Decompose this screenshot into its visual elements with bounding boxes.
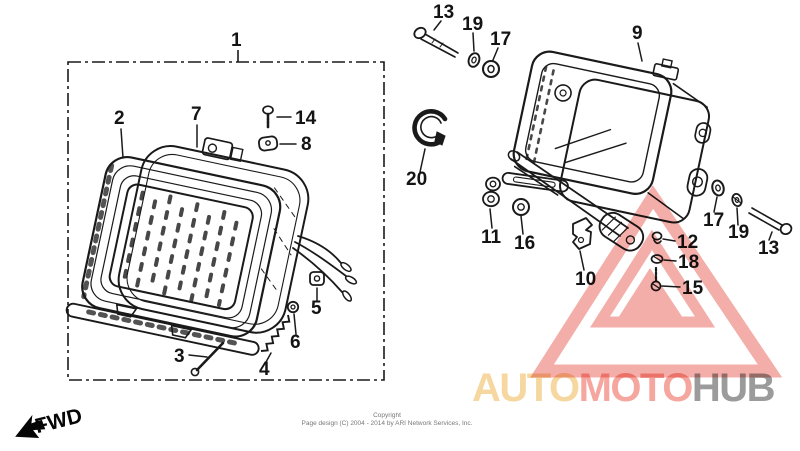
- part-label-8: 8: [301, 134, 312, 155]
- part-label-17-top: 17: [490, 29, 511, 50]
- part-label-2: 2: [114, 108, 125, 129]
- bolt-13-right-icon: [748, 207, 793, 236]
- washer-17-right-icon: [711, 179, 725, 197]
- wiring-harness: [292, 235, 358, 302]
- watermark-word-moto: MOTO: [578, 366, 694, 410]
- part-label-20: 20: [406, 169, 427, 190]
- assembly-box-outline: [67, 50, 385, 381]
- watermark-word-hub: HUB: [691, 366, 776, 410]
- screw-3-icon: [190, 341, 225, 377]
- part-label-7: 7: [191, 104, 202, 125]
- part-label-6: 6: [290, 332, 301, 353]
- washer-17-top-icon: [481, 59, 501, 79]
- part-label-9: 9: [632, 23, 643, 44]
- watermark-logo-triangles: [530, 185, 783, 378]
- part-label-13-top: 13: [433, 2, 454, 23]
- stay-strap-and-bracket-11: [482, 171, 569, 208]
- watermark-word-auto: AUTO: [472, 366, 580, 410]
- fwd-direction-marker: FWD: [15, 404, 85, 438]
- headlight-case: [512, 50, 712, 224]
- rim-edge-hatch: [81, 163, 244, 347]
- nut-8-icon: [257, 135, 279, 152]
- part-label-16: 16: [514, 233, 535, 254]
- copyright-line2: Page design (C) 2004 - 2014 by ARI Netwo…: [302, 420, 473, 427]
- nut-16-icon: [512, 198, 530, 216]
- part-number-labels: 1 2 7 14 8 3 4 5 6 20 13 19 17 9 11 16 1…: [114, 2, 779, 380]
- part-label-1: 1: [231, 30, 242, 51]
- part-label-13-right: 13: [758, 238, 779, 259]
- footer-copyright: Copyright Page design (C) 2004 - 2014 by…: [302, 412, 473, 427]
- nut-6-icon: [286, 300, 300, 314]
- headlight-unit-and-rim: [65, 137, 358, 356]
- part-label-3: 3: [174, 346, 185, 367]
- fwd-arrow-icon: [15, 414, 46, 438]
- part-label-5: 5: [311, 298, 322, 319]
- washer-19-right-icon: [731, 192, 743, 208]
- nut-5-icon: [309, 271, 325, 286]
- bolt-13-top-icon: [413, 26, 459, 58]
- part-label-11: 11: [481, 227, 502, 248]
- part-label-17-right: 17: [703, 210, 724, 231]
- headlight-stay-bar: [507, 150, 645, 252]
- ring-clamp-20-icon: [412, 109, 448, 147]
- clip-10-icon: [572, 217, 593, 250]
- screw-14-icon: [262, 105, 274, 129]
- headlight-rim: [81, 155, 282, 338]
- fwd-label: FWD: [33, 404, 85, 438]
- part-label-19-right: 19: [728, 222, 749, 243]
- lens-hatch-texture: [121, 190, 239, 307]
- part-label-14: 14: [295, 108, 317, 129]
- washer-19-top-icon: [467, 52, 481, 68]
- part-label-4: 4: [259, 359, 270, 380]
- part-label-19-top: 19: [462, 14, 483, 35]
- copyright-line1: Copyright: [373, 412, 401, 419]
- rim-mounting-bar: [65, 302, 260, 356]
- spring-4-icon: [260, 314, 291, 352]
